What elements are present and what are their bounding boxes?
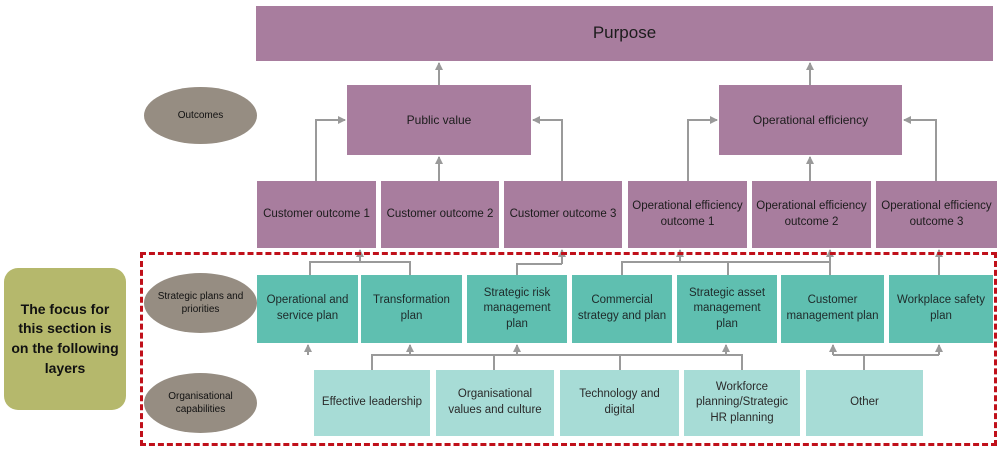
layer-label-outcomes: Outcomes	[144, 87, 257, 144]
purpose-box: Purpose	[256, 6, 993, 61]
outcome-operational-efficiency: Operational efficiency	[719, 85, 902, 155]
plan-customer-management: Customer management plan	[781, 275, 884, 343]
capability-effective-leadership: Effective leadership	[314, 370, 430, 436]
layer-label-capabilities: Organisational capabilities	[144, 373, 257, 433]
sub-outcome-operational-1: Operational efficiency outcome 1	[628, 181, 747, 248]
plan-operational-service: Operational and service plan	[257, 275, 358, 343]
plan-transformation: Transformation plan	[361, 275, 462, 343]
sub-outcome-operational-2: Operational efficiency outcome 2	[752, 181, 871, 248]
plan-commercial: Commercial strategy and plan	[572, 275, 672, 343]
plan-workplace-safety: Workplace safety plan	[889, 275, 993, 343]
layer-label-strategic-plans: Strategic plans and priorities	[144, 273, 257, 333]
focus-region-border	[140, 252, 997, 446]
capability-workforce-planning: Workforce planning/Strategic HR planning	[684, 370, 800, 436]
sub-outcome-customer-2: Customer outcome 2	[381, 181, 499, 248]
outcome-public-value: Public value	[347, 85, 531, 155]
sub-outcome-operational-3: Operational efficiency outcome 3	[876, 181, 997, 248]
plan-strategic-risk: Strategic risk management plan	[467, 275, 567, 343]
sub-outcome-customer-3: Customer outcome 3	[504, 181, 622, 248]
sub-outcome-customer-1: Customer outcome 1	[257, 181, 376, 248]
capability-values-culture: Organisational values and culture	[436, 370, 554, 436]
plan-strategic-asset: Strategic asset management plan	[677, 275, 777, 343]
capability-other: Other	[806, 370, 923, 436]
focus-note: The focus for this section is on the fol…	[4, 268, 126, 410]
capability-technology-digital: Technology and digital	[560, 370, 679, 436]
